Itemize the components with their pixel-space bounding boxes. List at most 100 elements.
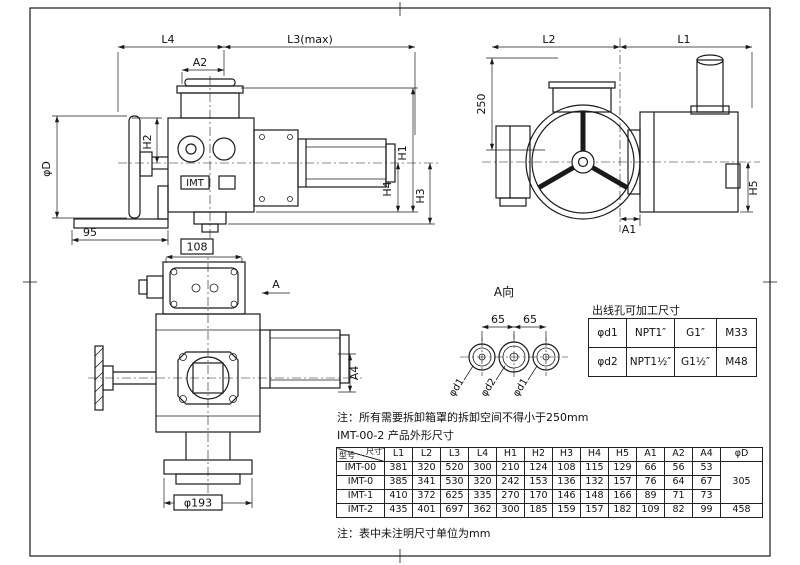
col-header: L4 — [468, 447, 497, 462]
dim-cell: 300 — [468, 461, 497, 476]
dim-cell: 132 — [580, 475, 609, 490]
col-header: H5 — [608, 447, 637, 462]
dim-label-L1: L1 — [677, 33, 690, 46]
col-header: A2 — [664, 447, 693, 462]
table-subtitle: IMT-00-2 产品外形尺寸 — [337, 429, 454, 442]
outlet-cell: NPT1½″ — [626, 347, 675, 377]
model-label: IMT-1 — [336, 489, 385, 504]
dim-label-H1: H1 — [396, 145, 409, 160]
model-label: IMT-0 — [336, 475, 385, 490]
col-header: L2 — [412, 447, 441, 462]
dim-cell: 372 — [412, 489, 441, 504]
section-arrow-label: A — [272, 278, 280, 291]
dim-cell: 530 — [440, 475, 469, 490]
dim-label-108: 108 — [187, 241, 208, 254]
dim-cell: 270 — [496, 489, 525, 504]
dim-cell: 67 — [692, 475, 721, 490]
dim-label-phiD: φD — [40, 161, 53, 177]
dim-cell: 157 — [608, 475, 637, 490]
outlet-cell: NPT1″ — [626, 318, 675, 348]
dim-cell: 320 — [412, 461, 441, 476]
col-header: H2 — [524, 447, 553, 462]
col-header: L1 — [384, 447, 413, 462]
front-view-drawing: L2 L1 250 A1 H5 — [475, 33, 760, 236]
dim-cell: 300 — [496, 503, 525, 518]
corner-label-model: 型号 — [339, 451, 355, 461]
model-label: IMT-2 — [336, 503, 385, 518]
dim-label-H2: H2 — [141, 134, 154, 149]
dim-cell: 148 — [580, 489, 609, 504]
dim-cell-phiD: 305 — [720, 461, 763, 504]
mounting-bracket — [73, 218, 169, 229]
table-header-row: 尺寸 型号 L1 L2 L3 L4 H1 H2 H3 H4 H5 A1 A2 A… — [336, 447, 763, 462]
brand-label: IMT — [186, 178, 205, 189]
dim-cell-phiD: 458 — [720, 503, 763, 518]
dim-cell: 73 — [692, 489, 721, 504]
col-header: H1 — [496, 447, 525, 462]
outlet-hole-table: φd1 NPT1″ G1″ M33 φd2 NPT1½″ G1½″ M48 — [588, 318, 757, 377]
note-clearance: 注：所有需要拆卸箱罩的拆卸空间不得小于250mm — [337, 411, 589, 424]
outlet-row-label: φd2 — [588, 347, 627, 377]
dim-cell: 108 — [552, 461, 581, 476]
corner-label-size: 尺寸 — [366, 447, 382, 456]
col-header: L3 — [440, 447, 469, 462]
hole-label-d2: φd2 — [479, 377, 499, 399]
dim-cell: 159 — [552, 503, 581, 518]
dim-cell: 124 — [524, 461, 553, 476]
hole-label-d1a: φd1 — [447, 377, 467, 399]
dim-cell: 146 — [552, 489, 581, 504]
table-row: IMT-2 435 401 697 362 300 185 159 157 18… — [336, 503, 763, 518]
dim-cell: 166 — [608, 489, 637, 504]
outlet-cell: G1″ — [674, 318, 717, 348]
dim-label-L3: L3(max) — [287, 33, 333, 46]
outlet-cell: M48 — [716, 347, 757, 377]
dim-cell: 520 — [440, 461, 469, 476]
dim-cell: 136 — [552, 475, 581, 490]
dim-label-H5: H5 — [747, 180, 760, 195]
terminal-box-top — [162, 261, 246, 315]
dim-cell: 381 — [384, 461, 413, 476]
dim-cell: 64 — [664, 475, 693, 490]
dim-cell: 242 — [496, 475, 525, 490]
dim-cell: 71 — [664, 489, 693, 504]
handwheel-edge — [128, 115, 141, 219]
outlet-table-title: 出线孔可加工尺寸 — [592, 304, 680, 317]
gearbox-body — [639, 111, 739, 213]
dim-cell: 625 — [440, 489, 469, 504]
dim-cell: 341 — [412, 475, 441, 490]
dim-cell: 129 — [608, 461, 637, 476]
dim-cell: 89 — [636, 489, 665, 504]
control-box — [167, 117, 255, 213]
col-header: H4 — [580, 447, 609, 462]
dim-cell: 153 — [524, 475, 553, 490]
dimension-table: 尺寸 型号 L1 L2 L3 L4 H1 H2 H3 H4 H5 A1 A2 A… — [336, 447, 763, 518]
dim-cell: 170 — [524, 489, 553, 504]
dim-label-65a: 65 — [491, 313, 505, 326]
dim-cell: 401 — [412, 503, 441, 518]
dim-label-L2: L2 — [542, 33, 555, 46]
dim-cell: 362 — [468, 503, 497, 518]
dim-cell: 182 — [608, 503, 637, 518]
side-view-drawing: IMT L4 L3(max) A2 H2 φD — [40, 33, 438, 245]
dim-label-A1: A1 — [622, 223, 637, 236]
dim-cell: 410 — [384, 489, 413, 504]
dim-label-250: 250 — [475, 94, 488, 115]
table-row: IMT-1 410 372 625 335 270 170 146 148 16… — [336, 489, 763, 504]
dim-cell: 115 — [580, 461, 609, 476]
view-a-drawing: A向 65 65 φd1 φd2 φd1 — [447, 284, 568, 399]
hole-label-d1b: φd1 — [511, 377, 531, 399]
col-header: A4 — [692, 447, 721, 462]
dim-cell: 385 — [384, 475, 413, 490]
dim-label-65b: 65 — [523, 313, 537, 326]
col-header: A1 — [636, 447, 665, 462]
dim-label-H4: H4 — [381, 181, 394, 196]
top-view-drawing: 108 A A4 — [88, 238, 362, 511]
corner-cell: 尺寸 型号 — [336, 447, 385, 462]
dim-cell: 157 — [580, 503, 609, 518]
dim-cell: 210 — [496, 461, 525, 476]
dim-cell: 109 — [636, 503, 665, 518]
dim-cell: 320 — [468, 475, 497, 490]
dim-cell: 82 — [664, 503, 693, 518]
dim-cell: 66 — [636, 461, 665, 476]
